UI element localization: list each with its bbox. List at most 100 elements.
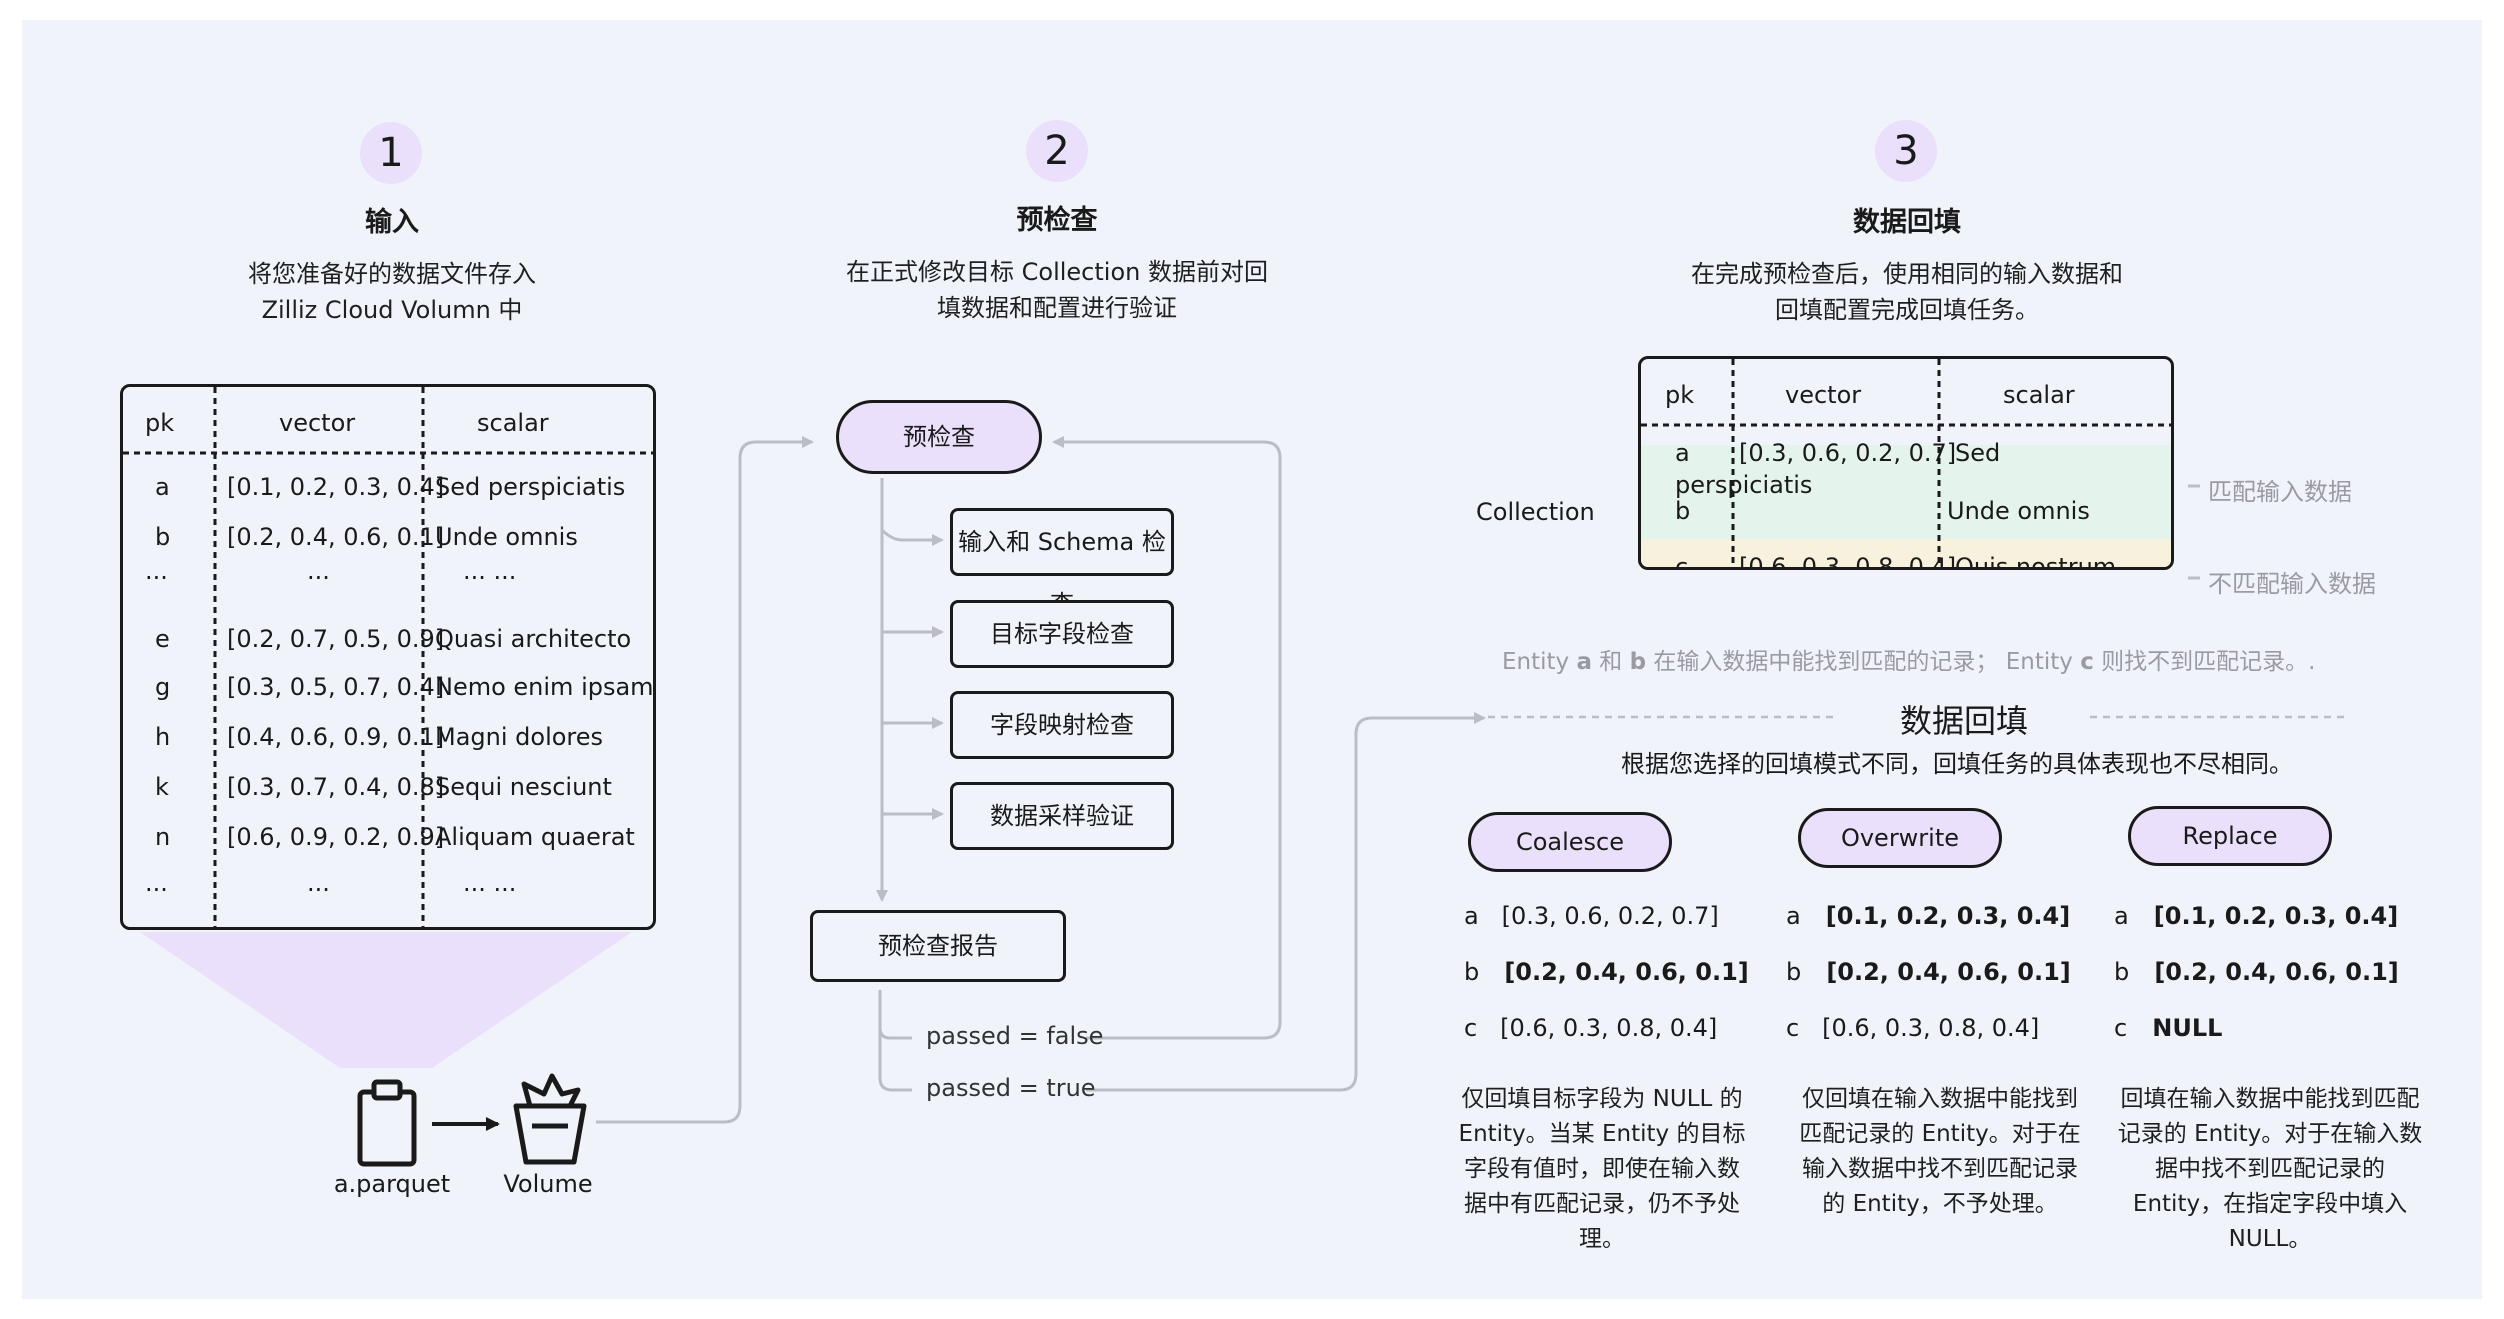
input-cell: [0.2, 0.4, 0.6, 0.1] <box>227 523 445 551</box>
step-3-desc-line: 在完成预检查后，使用相同的输入数据和 <box>1691 260 2123 288</box>
collection-row-a-pk: a <box>1675 439 1690 467</box>
row-pk: b <box>1464 958 1480 986</box>
collection-header-scalar: scalar <box>2003 381 2075 409</box>
row-value: [0.2, 0.4, 0.6, 0.1] <box>1504 958 1749 986</box>
input-cell: ... <box>307 869 330 897</box>
row-value: [0.1, 0.2, 0.3, 0.4] <box>2153 902 2399 930</box>
coalesce-row-a: a [0.3, 0.6, 0.2, 0.7] <box>1464 902 1719 930</box>
row-pk: b <box>1786 958 1802 986</box>
input-cell: h <box>155 723 171 751</box>
row-pk: a <box>2114 902 2129 930</box>
desc-line: 仅回填在输入数据中能找到 <box>1802 1086 2078 1112</box>
input-cell: k <box>155 773 169 801</box>
input-cell: [0.3, 0.7, 0.4, 0.8] <box>227 773 445 801</box>
data-sampling-check-box: 数据采样验证 <box>950 782 1174 850</box>
input-cell: ... <box>307 557 330 585</box>
collection-row-a-scalar: Sed <box>1955 439 2001 467</box>
note-entity-c: c <box>2080 649 2094 675</box>
funnel-shape <box>140 932 632 1068</box>
replace-description: 回填在输入数据中能找到匹配 记录的 Entity。对于在输入数 据中找不到匹配记… <box>2100 1082 2440 1257</box>
desc-line: 字段有值时，即使在输入数 <box>1464 1156 1740 1182</box>
step-2-title: 预检查 <box>1016 205 1098 236</box>
desc-line: NULL。 <box>2228 1226 2312 1252</box>
step-3-description: 在完成预检查后，使用相同的输入数据和 回填配置完成回填任务。 <box>1662 256 2152 328</box>
precheck-report-box: 预检查报告 <box>810 910 1066 982</box>
desc-line: 的 Entity，不予处理。 <box>1822 1191 2058 1217</box>
step-1-number: 1 <box>360 122 422 184</box>
row-value: [0.6, 0.3, 0.8, 0.4] <box>1822 1014 2040 1042</box>
row-pk: b <box>2114 958 2130 986</box>
collection-row-b-scalar: Unde omnis <box>1947 497 2090 525</box>
unmatched-row-band <box>1641 539 2171 567</box>
desc-line: 理。 <box>1579 1226 1625 1252</box>
step-1-description: 将您准备好的数据文件存入 Zilliz Cloud Volumn 中 <box>192 256 592 328</box>
note-text: 则找不到匹配记录。. <box>2093 649 2316 675</box>
mode-overwrite-pill: Overwrite <box>1798 808 2002 868</box>
passed-true-to-backfill-line <box>1086 712 1486 1092</box>
desc-line: 仅回填目标字段为 NULL 的 <box>1461 1086 1743 1112</box>
step-1-desc-line: Zilliz Cloud Volumn 中 <box>261 296 523 324</box>
backfill-title: 数据回填 <box>1899 702 2028 740</box>
desc-line: Entity。当某 Entity 的目标 <box>1458 1121 1746 1147</box>
collection-row-c-vector: [0.6, 0.3, 0.8, 0.4] <box>1739 553 1957 570</box>
mode-replace-pill: Replace <box>2128 806 2332 866</box>
desc-line: 输入数据中找不到匹配记录 <box>1802 1156 2078 1182</box>
connector-layer <box>140 436 2344 1167</box>
collection-row-a-vector: [0.3, 0.6, 0.2, 0.7] <box>1739 439 1957 467</box>
input-header-vector: vector <box>279 409 356 437</box>
volume-icon <box>513 1073 587 1165</box>
desc-line: Entity，在指定字段中填入 <box>2132 1191 2408 1217</box>
step-1-desc-line: 将您准备好的数据文件存入 <box>248 260 536 288</box>
input-header-pk: pk <box>145 409 175 437</box>
desc-line: 记录的 Entity。对于在输入数 <box>2117 1121 2423 1147</box>
row-pk: c <box>2114 1014 2128 1042</box>
overwrite-row-b: b [0.2, 0.4, 0.6, 0.1] <box>1786 958 2071 986</box>
step-2-desc-line: 在正式修改目标 Collection 数据前对回 <box>846 258 1268 286</box>
coalesce-row-c: c [0.6, 0.3, 0.8, 0.4] <box>1464 1014 1717 1042</box>
nomatch-input-label: 不匹配输入数据 <box>2208 570 2376 598</box>
parquet-file-label: a.parquet <box>333 1170 451 1198</box>
input-cell: Aliquam quaerat <box>435 823 635 851</box>
overwrite-description: 仅回填在输入数据中能找到 匹配记录的 Entity。对于在 输入数据中找不到匹配… <box>1780 1082 2100 1222</box>
replace-row-a: a [0.1, 0.2, 0.3, 0.4] <box>2114 902 2398 930</box>
input-cell: ... <box>145 557 168 585</box>
target-field-check-box: 目标字段检查 <box>950 600 1174 668</box>
input-cell: Unde omnis <box>435 523 578 551</box>
row-value: [0.2, 0.4, 0.6, 0.1] <box>2154 958 2399 986</box>
desc-line: 据中有匹配记录，仍不予处 <box>1464 1191 1740 1217</box>
passed-false-label: passed = false <box>926 1022 1104 1050</box>
branch-line-1 <box>880 528 944 546</box>
step-3-desc-line: 回填配置完成回填任务。 <box>1775 296 2039 324</box>
collection-row-b-pk: b <box>1675 497 1691 525</box>
collection-header-pk: pk <box>1665 381 1695 409</box>
input-cell: a <box>155 473 170 501</box>
row-pk: c <box>1464 1014 1478 1042</box>
overwrite-row-c: c [0.6, 0.3, 0.8, 0.4] <box>1786 1014 2039 1042</box>
collection-label: Collection <box>1476 498 1595 526</box>
step-3-title: 数据回填 <box>1853 207 1961 238</box>
input-cell: Quasi architecto <box>435 625 632 653</box>
input-cell: b <box>155 523 171 551</box>
row-pk: a <box>1464 902 1479 930</box>
row-value: [0.2, 0.4, 0.6, 0.1] <box>1826 958 2071 986</box>
volume-label: Volume <box>503 1170 593 1198</box>
step-2-desc-line: 填数据和配置进行验证 <box>937 294 1177 322</box>
input-header-scalar: scalar <box>477 409 549 437</box>
row-pk: a <box>1786 902 1801 930</box>
input-cell: [0.3, 0.5, 0.7, 0.4] <box>227 673 445 701</box>
step-1-title: 输入 <box>365 207 419 238</box>
collection-row-c-scalar: Quis nostrum <box>1955 553 2117 570</box>
row-value: NULL <box>2152 1014 2223 1042</box>
passed-true-label: passed = true <box>926 1074 1096 1102</box>
input-data-table: pk vector scalar a[0.1, 0.2, 0.3, 0.4]Se… <box>120 384 656 930</box>
input-cell: Nemo enim ipsam <box>435 673 654 701</box>
input-cell: Sequi nesciunt <box>435 773 612 801</box>
row-pk: c <box>1786 1014 1800 1042</box>
note-entity-a: a <box>1576 649 1592 675</box>
entity-match-note: Entity a 和 b 在输入数据中能找到匹配的记录； Entity c 则找… <box>1502 642 2315 676</box>
collection-header-vector: vector <box>1785 381 1862 409</box>
step-3-number: 3 <box>1875 120 1937 182</box>
note-text: 和 <box>1592 649 1630 675</box>
desc-line: 据中找不到匹配记录的 <box>2155 1156 2385 1182</box>
passed-false-line <box>878 990 912 1040</box>
